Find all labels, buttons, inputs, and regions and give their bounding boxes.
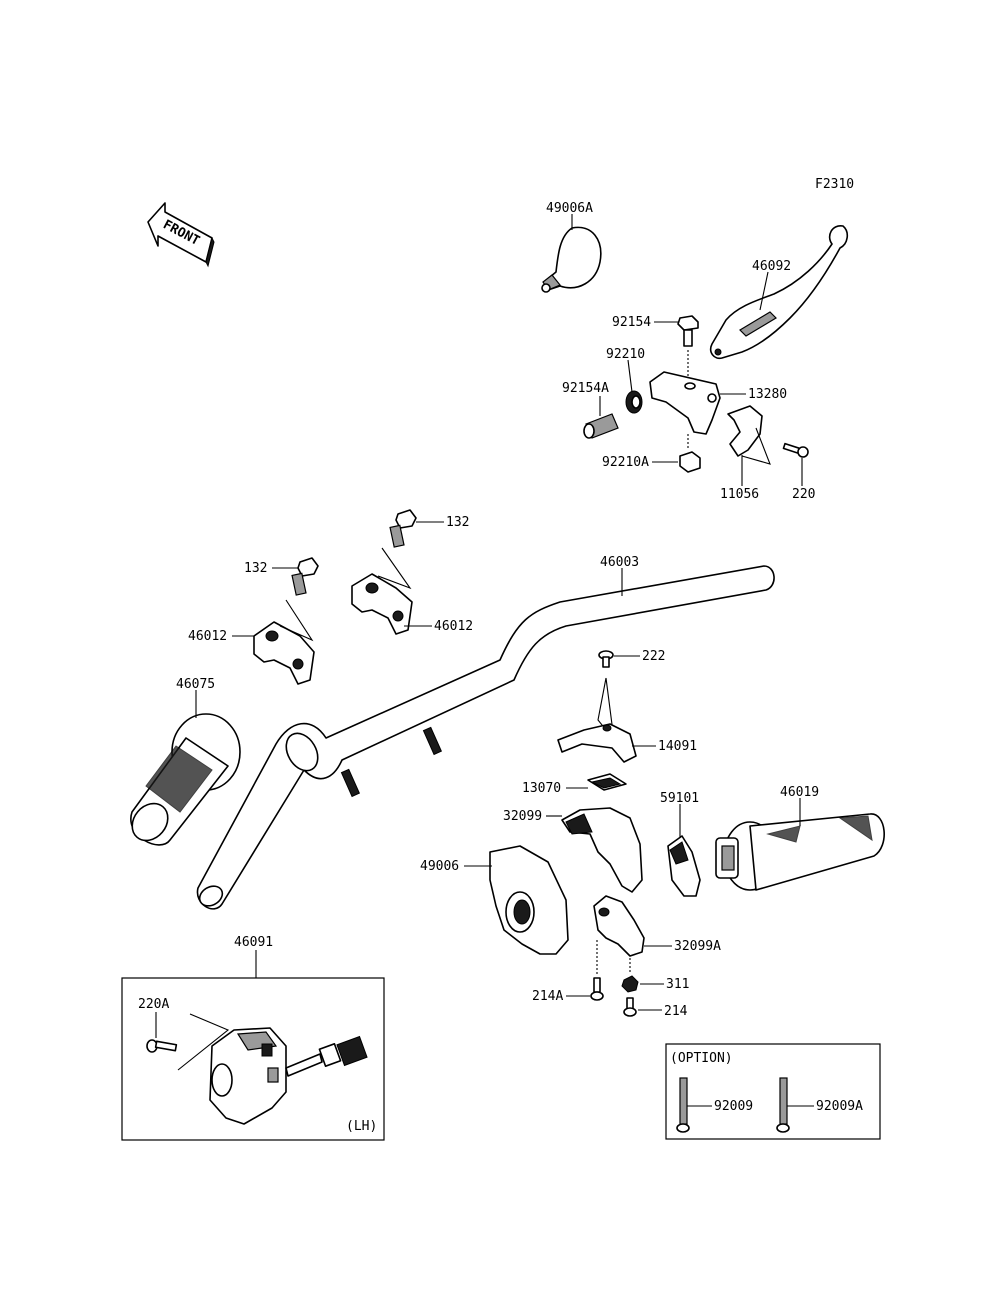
lever-cover-49006A bbox=[541, 226, 602, 293]
grip-46075 bbox=[130, 713, 241, 846]
cable-guide-13070 bbox=[587, 773, 627, 791]
label-59101: 59101 bbox=[660, 791, 699, 806]
label-92210: 92210 bbox=[606, 347, 645, 362]
bolt-132-upper bbox=[389, 509, 417, 548]
label-49006: 49006 bbox=[420, 859, 459, 874]
option-box bbox=[665, 1043, 881, 1140]
label-46075: 46075 bbox=[176, 677, 215, 692]
label-46003: 46003 bbox=[600, 555, 639, 570]
handlebar-46003 bbox=[196, 565, 775, 910]
bracket-46012-lower bbox=[279, 599, 314, 642]
adjuster-bolt-92154A bbox=[583, 413, 619, 439]
label-46012-lower: 46012 bbox=[188, 629, 227, 644]
label-option: (OPTION) bbox=[670, 1051, 733, 1066]
label-132-lower: 132 bbox=[244, 561, 267, 576]
leader-92210 bbox=[627, 359, 633, 393]
label-132-upper: 132 bbox=[446, 515, 469, 530]
label-32099: 32099 bbox=[503, 809, 542, 824]
screw-220A bbox=[146, 1039, 178, 1053]
nut-311 bbox=[621, 975, 639, 993]
label-11056: 11056 bbox=[720, 487, 759, 502]
label-13280: 13280 bbox=[748, 387, 787, 402]
screw-222 bbox=[598, 650, 614, 668]
label-92154: 92154 bbox=[612, 315, 651, 330]
lh-switch-box bbox=[121, 977, 385, 1141]
label-214A: 214A bbox=[532, 989, 563, 1004]
throttle-housing-32099 bbox=[561, 807, 643, 893]
figure-code: F2310 bbox=[815, 177, 854, 192]
label-32099A: 32099A bbox=[674, 939, 721, 954]
label-92154A: 92154A bbox=[562, 381, 609, 396]
bracket-220A bbox=[177, 1013, 230, 1071]
screw-214 bbox=[623, 997, 637, 1017]
label-222: 222 bbox=[642, 649, 665, 664]
switch-housing-46091 bbox=[209, 1027, 368, 1125]
screw-220 bbox=[782, 442, 809, 458]
bolt-132-lower bbox=[291, 557, 319, 596]
throttle-housing-32099A bbox=[593, 895, 645, 957]
handlebar-clamp-46012-lower bbox=[253, 621, 315, 685]
clutch-lever-46092 bbox=[709, 225, 849, 360]
label-14091: 14091 bbox=[658, 739, 697, 754]
label-92009: 92009 bbox=[714, 1099, 753, 1114]
label-92009A: 92009A bbox=[816, 1099, 863, 1114]
label-311: 311 bbox=[666, 977, 689, 992]
label-46012-upper: 46012 bbox=[434, 619, 473, 634]
screw-214A bbox=[590, 977, 604, 1001]
label-214: 214 bbox=[664, 1004, 688, 1019]
throttle-pulley-59101 bbox=[667, 835, 701, 897]
screw-92009A bbox=[776, 1077, 790, 1133]
label-220: 220 bbox=[792, 487, 815, 502]
label-49006A: 49006A bbox=[546, 201, 593, 216]
bolt-92154 bbox=[677, 315, 699, 347]
lever-holder-13280 bbox=[649, 371, 721, 435]
grip-46019 bbox=[715, 813, 885, 891]
label-13070: 13070 bbox=[522, 781, 561, 796]
handlebar-clamp-46012-upper bbox=[351, 573, 413, 635]
screw-92009 bbox=[676, 1077, 690, 1133]
label-220A: 220A bbox=[138, 997, 169, 1012]
clamp-11056 bbox=[727, 405, 763, 457]
nut-92210A bbox=[679, 451, 701, 473]
label-92210A: 92210A bbox=[602, 455, 649, 470]
leader-46092 bbox=[759, 271, 769, 311]
label-46019: 46019 bbox=[780, 785, 819, 800]
front-arrow-icon: FRONT bbox=[147, 202, 215, 268]
label-46092: 46092 bbox=[752, 259, 791, 274]
throttle-cover-49006 bbox=[489, 845, 569, 955]
throttle-cover-14091 bbox=[557, 723, 637, 763]
label-46091: 46091 bbox=[234, 935, 273, 950]
bracket-11056 bbox=[741, 427, 771, 465]
washer-92210 bbox=[625, 390, 643, 414]
label-lh: (LH) bbox=[346, 1119, 377, 1134]
bracket-46012-upper bbox=[377, 547, 412, 590]
